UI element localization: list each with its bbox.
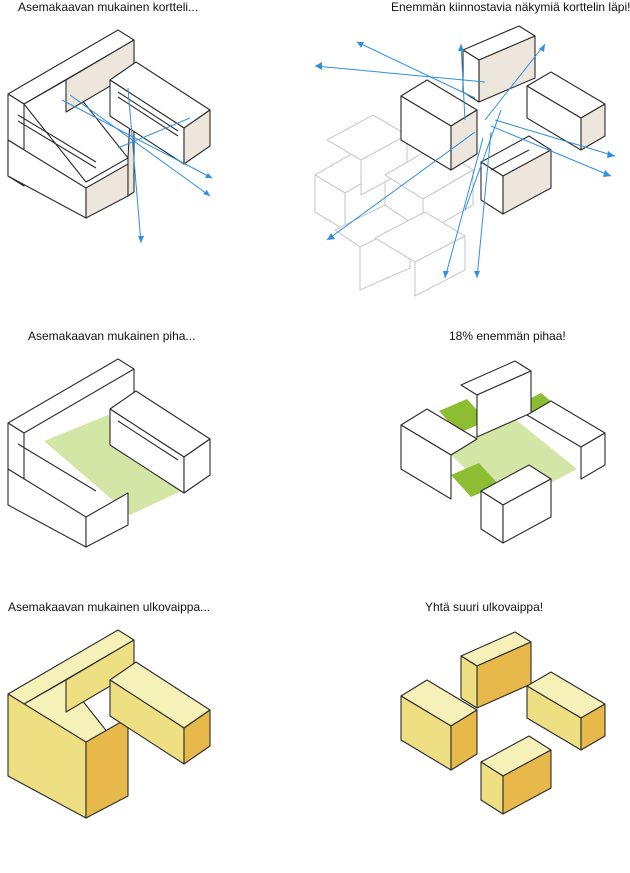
panel-courtyard-plan: Asemakaavan mukainen piha... (0, 329, 315, 602)
panel-envelope-plan: Asemakaavan mukainen ulkovaippa... (0, 600, 315, 873)
panel-courtyard-new: 18% enemmän pihaa! (315, 329, 630, 602)
panel-envelope-new: Yhtä suuri ulkovaippa! (315, 600, 630, 873)
arrowheads (315, 42, 615, 278)
new-buildings (400, 360, 606, 544)
right-envelope (109, 661, 211, 765)
right-building (109, 61, 211, 165)
panel-caption: 18% enemmän pihaa! (449, 329, 566, 343)
l-shaped-building (7, 29, 135, 219)
courtyard-area (44, 415, 194, 515)
right-building (109, 390, 211, 494)
block-diagram (400, 360, 606, 544)
panel-caption: Yhtä suuri ulkovaippa! (425, 600, 544, 614)
sightline-arrows (314, 41, 616, 279)
panel-sightlines-new: Enemmän kiinnostavia näkymiä korttelin l… (314, 0, 630, 297)
panel-caption: Asemakaavan mukainen piha... (28, 329, 196, 343)
panel-sightlines-plan: Asemakaavan mukainen kortteli... (0, 0, 315, 273)
l-shaped-envelope (7, 629, 135, 819)
new-envelope (400, 631, 606, 815)
panel-caption: Asemakaavan mukainen ulkovaippa... (8, 600, 211, 614)
block-diagram (7, 358, 211, 548)
block-diagram (400, 631, 606, 815)
block-diagram (314, 25, 616, 297)
block-diagram (7, 29, 213, 244)
sightline-arrows (61, 87, 213, 244)
panel-caption: Enemmän kiinnostavia näkymiä korttelin l… (391, 0, 630, 14)
panel-caption: Asemakaavan mukainen kortteli... (18, 0, 199, 14)
block-diagram (7, 629, 211, 819)
new-buildings (400, 25, 606, 215)
arrowheads (138, 173, 212, 243)
l-shaped-building (7, 358, 135, 548)
